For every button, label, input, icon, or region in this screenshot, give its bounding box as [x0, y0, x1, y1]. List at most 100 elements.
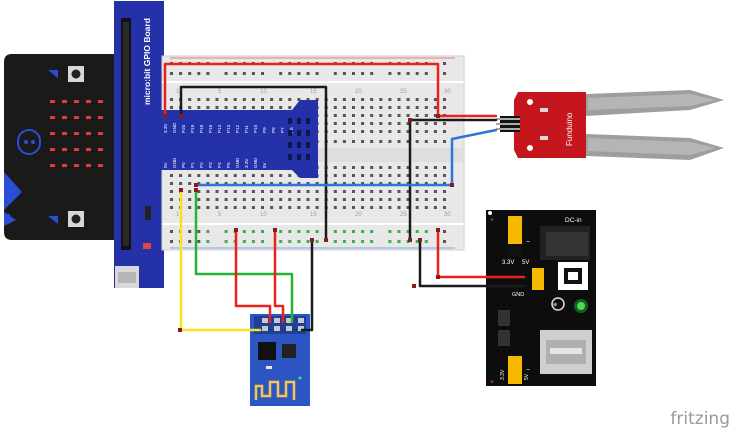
breadboard-hole	[333, 230, 337, 233]
breadboard-hole	[443, 190, 446, 193]
breadboard-hole	[215, 174, 219, 177]
breadboard-hole	[352, 198, 355, 201]
gpio-bottom-pin-labels: 5V GND P0 P1 P2 P3 P4 P5 GND 3.3V GND 5V	[163, 157, 267, 168]
breadboard-hole	[388, 174, 392, 177]
breadboard-hole	[388, 122, 392, 125]
breadboard-hole	[342, 140, 346, 143]
breadboard-hole	[333, 166, 337, 169]
gpio-pin-label: P10	[253, 124, 258, 133]
breadboard-hole	[333, 106, 337, 109]
breadboard-hole	[443, 130, 446, 133]
breadboard-hole	[170, 98, 173, 101]
breadboard-hole	[261, 206, 264, 209]
breadboard-hole	[342, 190, 346, 193]
breadboard-hole	[342, 130, 346, 133]
breadboard-hole	[170, 198, 173, 201]
esp01-pin	[262, 318, 268, 323]
esp01-pin	[262, 326, 268, 331]
breadboard-hole	[197, 190, 201, 193]
microbit-led-matrix	[50, 100, 103, 167]
breadboard-hole	[443, 106, 446, 109]
breadboard-hole	[379, 122, 383, 125]
breadboard-hole	[342, 174, 346, 177]
breadboard-hole	[361, 206, 365, 209]
breadboard-hole	[233, 198, 237, 201]
breadboard-hole	[315, 190, 319, 193]
gpio-board: micro:bit GPIO Board	[114, 1, 164, 288]
breadboard-hole	[433, 106, 437, 109]
gpio-header-pin	[288, 132, 292, 136]
breadboard-hole	[188, 174, 192, 177]
breadboard-hole	[288, 106, 292, 109]
breadboard-hole	[242, 190, 246, 193]
gpio-pin-label: P6	[289, 127, 294, 133]
breadboard-hole	[170, 190, 173, 193]
breadboard-hole	[379, 106, 383, 109]
breadboard-hole	[297, 72, 301, 75]
breadboard-hole	[397, 72, 401, 75]
breadboard-hole	[288, 72, 292, 75]
breadboard-hole	[333, 140, 337, 143]
breadboard-hole	[379, 198, 383, 201]
breadboard-hole	[424, 206, 428, 209]
breadboard-hole	[424, 130, 428, 133]
breadboard-hole	[270, 106, 274, 109]
breadboard-hole	[242, 206, 246, 209]
breadboard-hole	[424, 114, 428, 117]
breadboard-hole	[297, 198, 301, 201]
breadboard-hole	[261, 182, 264, 185]
breadboard-hole	[424, 190, 428, 193]
breadboard-hole	[179, 72, 183, 75]
wire-endpoints	[163, 114, 454, 332]
breadboard-hole	[197, 106, 201, 109]
gpio-pin-label: P7	[280, 127, 285, 133]
breadboard-hole	[197, 182, 201, 185]
breadboard-hole	[342, 166, 346, 169]
breadboard-hole	[406, 140, 410, 143]
breadboard-hole	[370, 174, 374, 177]
breadboard-hole	[397, 122, 401, 125]
breadboard-hole	[388, 140, 392, 143]
breadboard-hole	[361, 174, 365, 177]
breadboard-hole	[233, 190, 237, 193]
breadboard-hole	[352, 114, 355, 117]
gpio-board-title: micro:bit GPIO Board	[142, 18, 152, 105]
breadboard-column-numbers: 1 5 10 15 20 25 30 1 5 10 15 20 25 30	[176, 89, 451, 218]
breadboard-hole	[224, 198, 228, 201]
breadboard-hole	[215, 198, 219, 201]
breadboard-hole	[361, 98, 365, 101]
v5-top-label: 5V	[522, 260, 529, 266]
breadboard-hole	[242, 98, 246, 101]
breadboard-hole	[233, 206, 237, 209]
esp01-header-pins	[262, 318, 304, 331]
gpio-pin-label: 3.3V	[163, 123, 168, 133]
breadboard-hole	[370, 230, 374, 233]
breadboard-hole	[197, 98, 201, 101]
breadboard-hole	[443, 72, 446, 75]
breadboard-hole	[361, 140, 365, 143]
breadboard-hole	[352, 240, 355, 243]
breadboard-hole	[424, 230, 428, 233]
microbit-edge-decor	[4, 172, 22, 226]
bb-col-number-bottom: 5	[218, 212, 222, 218]
breadboard-hole	[370, 98, 374, 101]
gpio-pin-label: 3.3V	[244, 158, 249, 168]
breadboard-hole	[306, 190, 310, 193]
breadboard-hole	[370, 182, 374, 185]
breadboard-hole	[352, 166, 355, 169]
breadboard-hole	[443, 206, 446, 209]
breadboard-hole	[406, 106, 410, 109]
breadboard-hole	[352, 72, 355, 75]
breadboard-hole	[424, 98, 428, 101]
breadboard-hole	[224, 230, 228, 233]
breadboard-hole	[333, 114, 337, 117]
breadboard-hole	[361, 106, 365, 109]
breadboard-hole	[224, 240, 228, 243]
breadboard-hole	[188, 106, 192, 109]
breadboard-hole	[288, 182, 292, 185]
wire-black-esp-gnd	[300, 238, 314, 332]
breadboard-hole	[242, 230, 246, 233]
breadboard-hole	[242, 174, 246, 177]
breadboard-hole	[206, 182, 210, 185]
